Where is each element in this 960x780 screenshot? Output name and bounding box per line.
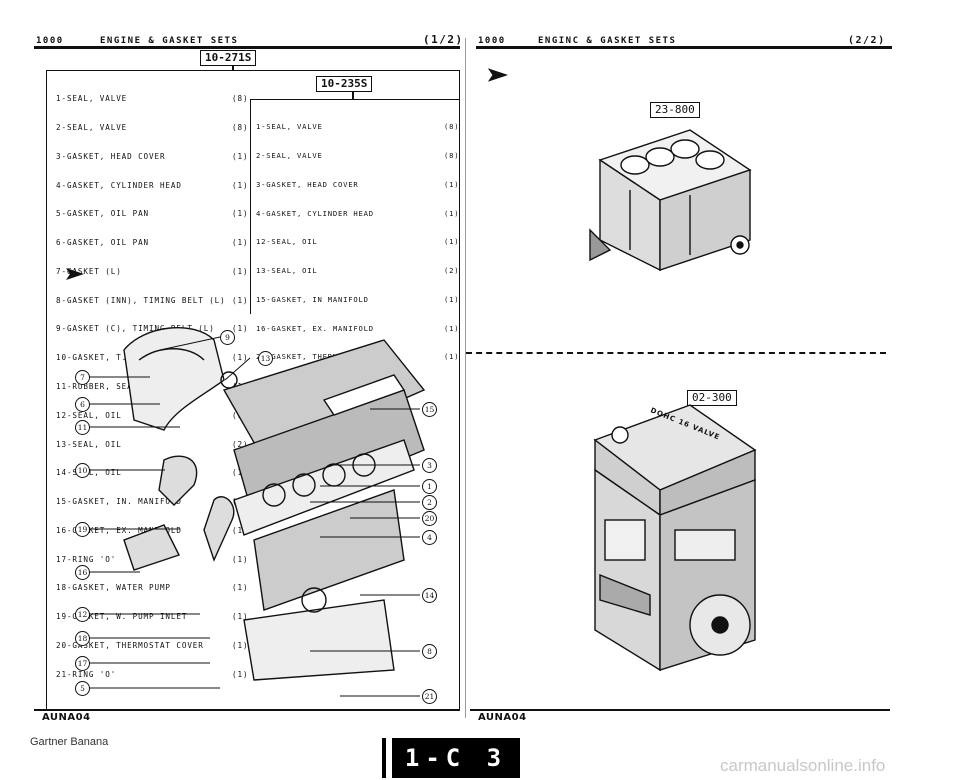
callout-14: 14 — [422, 588, 437, 603]
callout-19: 19 — [75, 522, 90, 537]
callout-10: 10 — [75, 463, 90, 478]
gasket-exploded-diagram — [123, 327, 426, 681]
callout-7: 7 — [75, 370, 90, 385]
right-footer-rule — [470, 709, 890, 711]
list-item: 6-GASKET, OIL PAN(1) — [56, 238, 249, 248]
list-item: 13-SEAL, OIL(2) — [256, 266, 460, 276]
list-item: 21-RING 'O'(1) — [56, 669, 249, 679]
list-item: 1-SEAL, VALVE(8) — [56, 94, 249, 104]
left-header-page: (1/2) — [423, 33, 464, 46]
callout-1: 1 — [422, 479, 437, 494]
list-item: 3-GASKET, HEAD COVER(1) — [256, 179, 460, 189]
parts-list-10-235s: 1-SEAL, VALVE(8) 2-SEAL, VALVE(8) 3-GASK… — [256, 103, 460, 381]
list-item: 7-GASKET (L)(1) — [56, 266, 249, 276]
list-item: 12-SEAL, OIL(1) — [256, 237, 460, 247]
section-separator — [466, 352, 886, 354]
left-header-model: 1000 — [36, 36, 64, 46]
kit-label-stem — [232, 66, 234, 71]
page-divider — [465, 38, 466, 718]
callout-12: 12 — [75, 607, 90, 622]
footer-credit: Gartner Banana — [30, 736, 109, 748]
list-item: 2-SEAL, VALVE(8) — [56, 122, 249, 132]
callout-6: 6 — [75, 397, 90, 412]
list-item: 5-GASKET, OIL PAN(1) — [56, 209, 249, 219]
watermark: carmanualsonline.info — [720, 756, 886, 775]
sub-kit-stem — [352, 92, 354, 100]
block-label-23-800: 23-800 — [650, 102, 700, 118]
engine-label-02-300: 02-300 — [687, 390, 737, 406]
callout-11: 11 — [75, 420, 90, 435]
list-item: 8-GASKET (INN), TIMING BELT (L)(1) — [56, 295, 249, 305]
list-item: 17-RING 'O'(1) — [56, 554, 249, 564]
left-footer-rule — [34, 709, 460, 711]
leader-lines — [82, 336, 420, 697]
kit-label-10-235s: 10-235S — [316, 76, 373, 92]
list-item: 4-GASKET, CYLINDER HEAD(1) — [56, 180, 249, 190]
right-page-code: AUNA04 — [478, 712, 527, 723]
callout-20: 20 — [422, 511, 437, 526]
right-header-model: 1000 — [478, 36, 506, 46]
list-item: 2-SEAL, VALVE(8) — [256, 150, 460, 160]
sub-kit-frame — [250, 99, 459, 314]
callout-4: 4 — [422, 530, 437, 545]
list-item: 4-GASKET, CYLINDER HEAD(1) — [256, 208, 460, 218]
right-header-title: ENGINC & GASKET SETS — [538, 36, 677, 46]
callout-17: 17 — [75, 656, 90, 671]
left-page-code: AUNA04 — [42, 712, 91, 723]
callout-5: 5 — [75, 681, 90, 696]
list-item: 18-GASKET, WATER PUMP(1) — [56, 583, 249, 593]
badge-edge — [382, 738, 386, 778]
list-item: 13-SEAL, OIL(2) — [56, 439, 249, 449]
callout-15: 15 — [422, 402, 437, 417]
callout-16: 16 — [75, 565, 90, 580]
right-header-page: (2/2) — [848, 35, 886, 46]
callout-21: 21 — [422, 689, 437, 704]
list-item: 15-GASKET, IN MANIFOLD(1) — [256, 294, 460, 304]
kit-label-10-271s: 10-271S — [200, 50, 257, 66]
callout-2: 2 — [422, 495, 437, 510]
forward-arrow-icon — [66, 268, 84, 280]
left-header-title: ENGINE & GASKET SETS — [100, 36, 239, 46]
list-item: 3-GASKET, HEAD COVER(1) — [56, 151, 249, 161]
callout-3: 3 — [422, 458, 437, 473]
left-kit-frame — [46, 70, 460, 711]
list-item: 16-GASKET, EX. MANIFOLD(1) — [256, 323, 460, 333]
forward-arrow-icon — [487, 68, 509, 82]
short-block-illustration — [589, 129, 752, 272]
left-header-rule — [34, 46, 460, 49]
callout-18: 18 — [75, 631, 90, 646]
section-page-badge: 1-C 3 — [392, 738, 520, 778]
callout-9: 9 — [220, 330, 235, 345]
callout-8: 8 — [422, 644, 437, 659]
list-item: 1-SEAL, VALVE(8) — [256, 122, 460, 132]
complete-engine-illustration — [593, 404, 757, 672]
right-header-rule — [476, 46, 892, 49]
callout-13: 13 — [258, 351, 273, 366]
